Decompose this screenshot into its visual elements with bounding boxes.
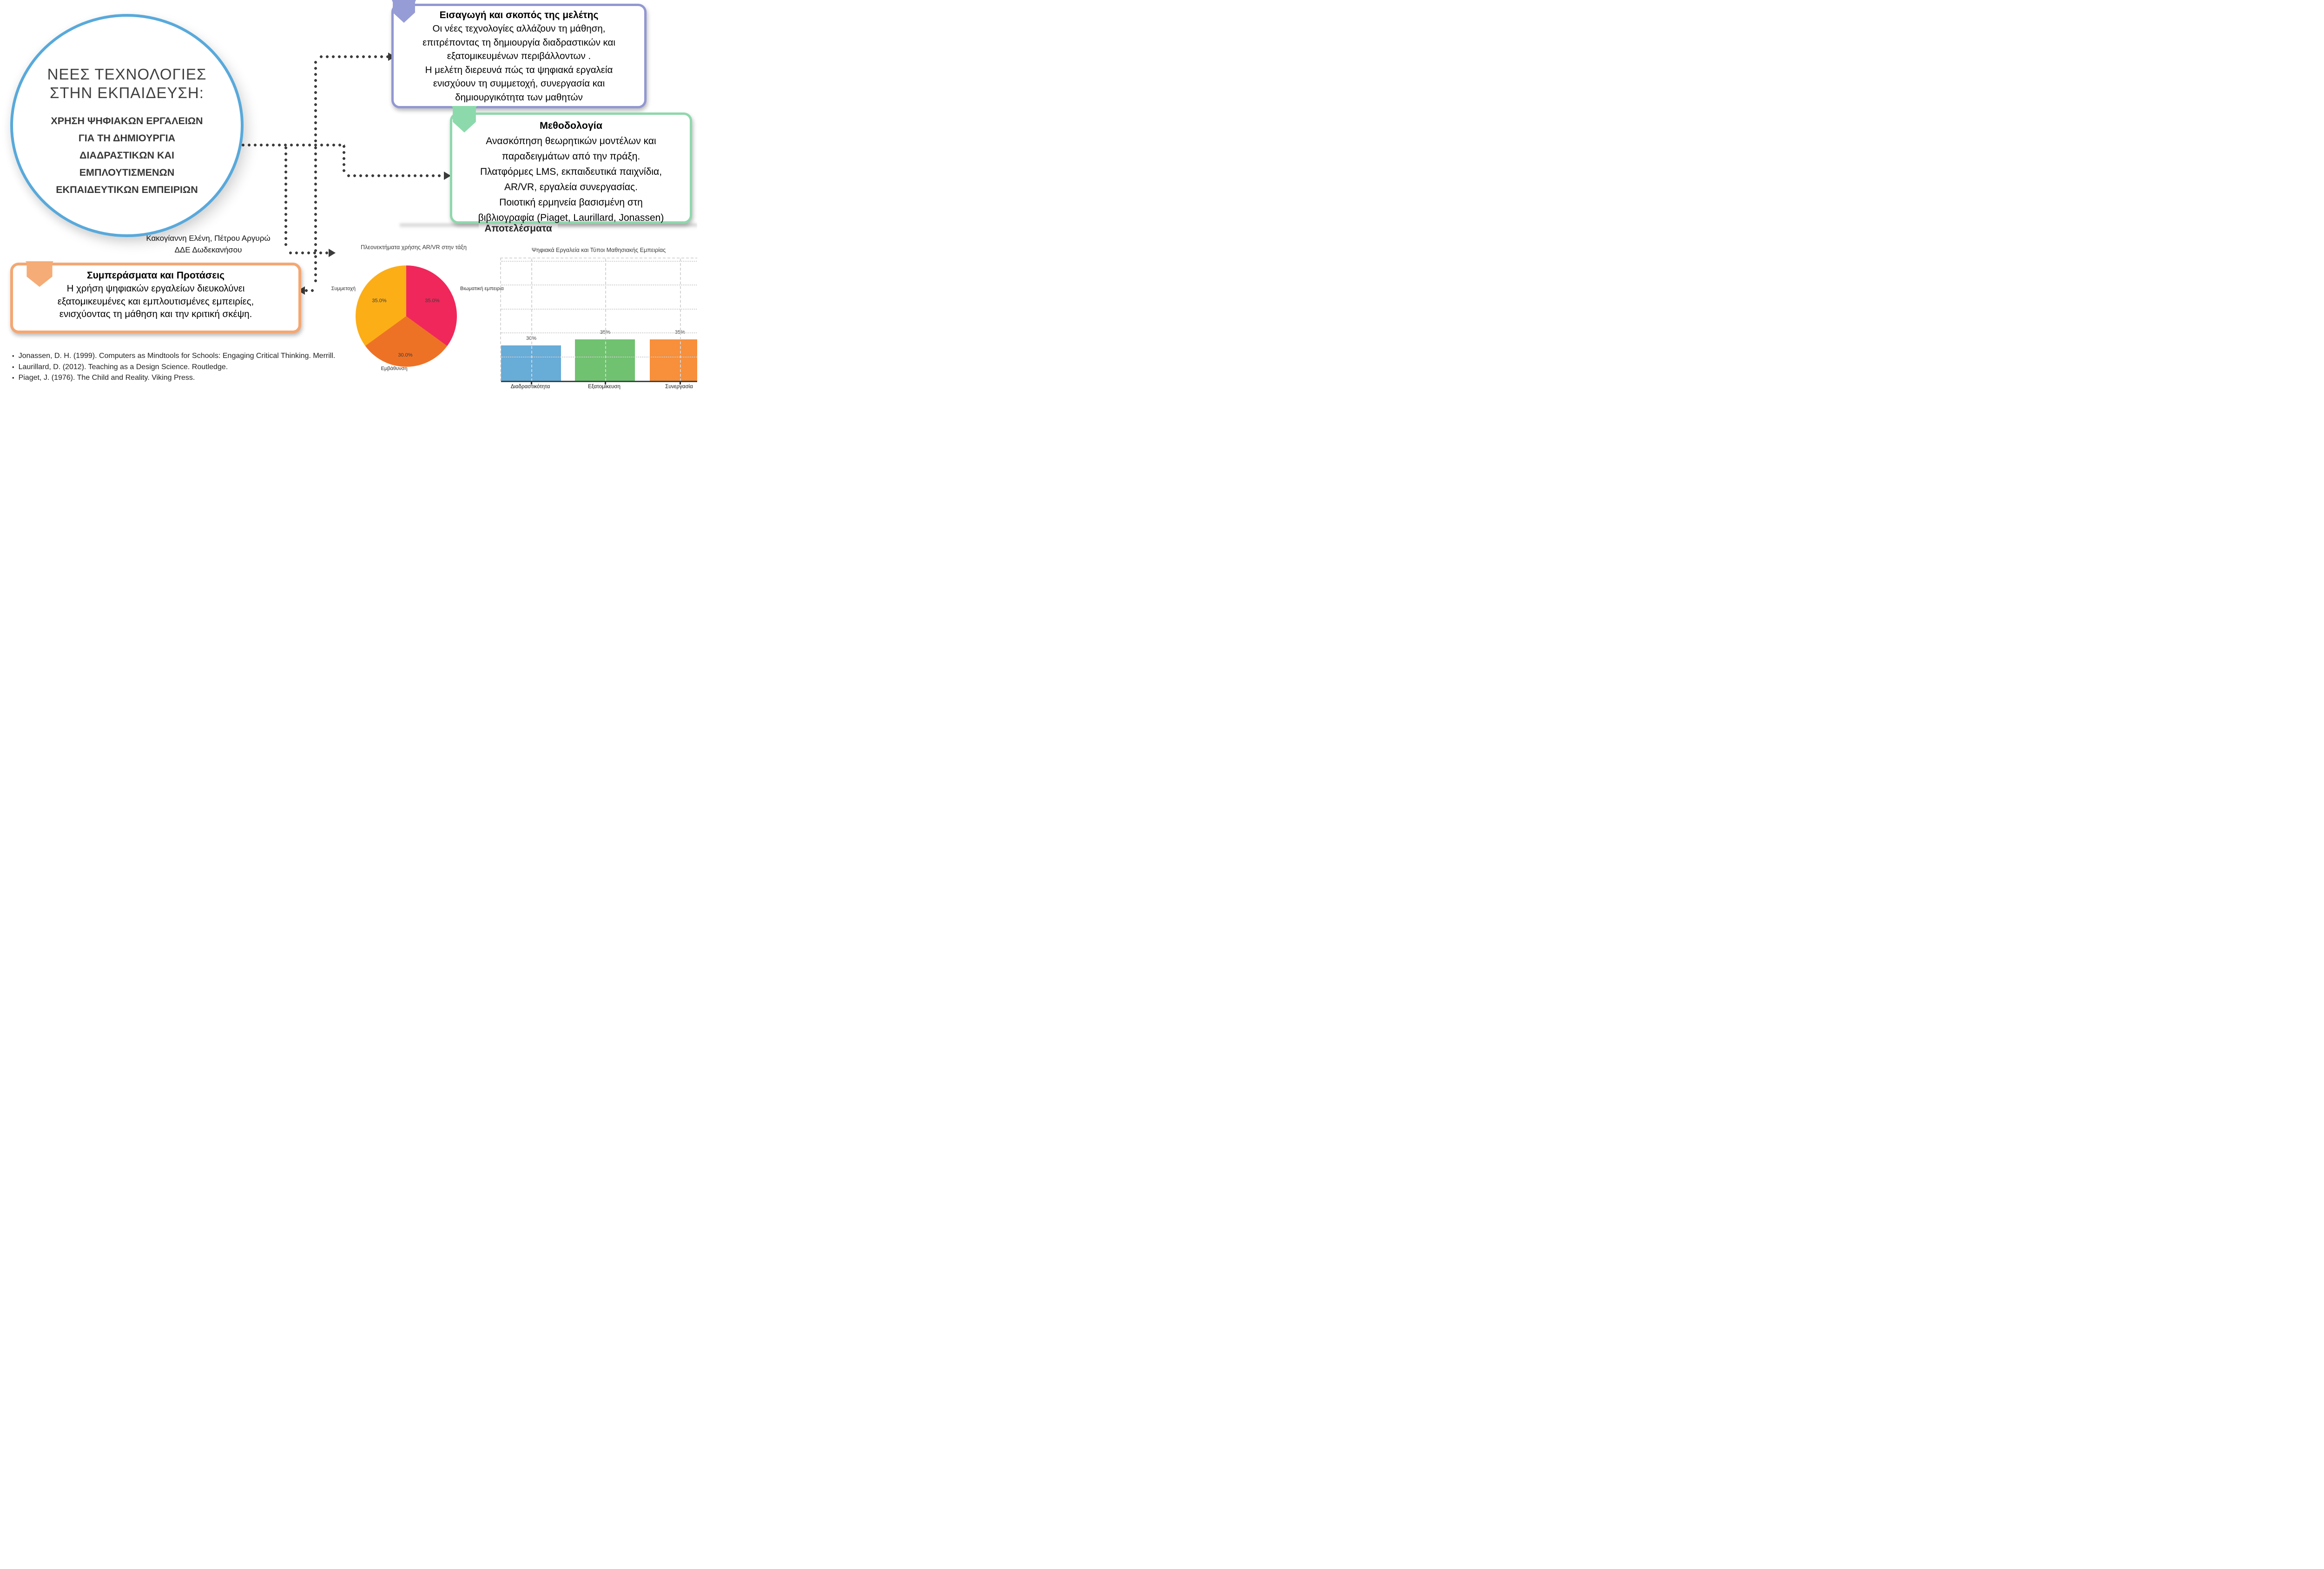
methodology-body: Ανασκόπηση θεωρητικών μοντέλων και παραδ…	[478, 136, 664, 223]
arrowhead-results-icon	[329, 249, 336, 257]
reference-text: Jonassen, D. H. (1999). Computers as Min…	[18, 352, 336, 360]
bar	[501, 345, 561, 381]
bar-category-label: Συνεργασία	[665, 384, 693, 390]
x-axis-tick	[531, 381, 532, 384]
pie-pct-viomatiki: 35.0%	[425, 298, 440, 304]
authors-block: Κακογίαννη Ελένη, Πέτρου Αργυρώ ΔΔΕ Δωδε…	[137, 232, 279, 256]
reference-item: • Piaget, J. (1976). The Child and Reali…	[12, 374, 335, 382]
connector-intro-horizontal	[320, 55, 388, 58]
reference-item: • Laurillard, D. (2012). Teaching as a D…	[12, 363, 335, 371]
arrowhead-method-icon	[444, 172, 451, 180]
poster-subtitle: ΧΡΗΣΗ ΨΗΦΙΑΚΩΝ ΕΡΓΑΛΕΙΩΝ ΓΙΑ ΤΗ ΔΗΜΙΟΥΡΓ…	[51, 115, 203, 195]
results-heading-text: Αποτελέσματα	[479, 223, 558, 234]
pie-pct-symmetochi: 35.0%	[372, 298, 387, 304]
bar-category-label: Εξατομίκευση	[588, 384, 621, 390]
reference-text: Piaget, J. (1976). The Child and Reality…	[18, 374, 195, 382]
bar-chart: Ψηφιακά Εργαλεία και Τύποι Μαθησιακής Εμ…	[500, 245, 697, 392]
bar	[650, 339, 697, 381]
bar-category-label: Διαδραστικότητα	[510, 384, 550, 390]
poster-title-line2: ΣΤΗΝ ΕΚΠΑΙΔΕΥΣΗ:	[50, 84, 204, 101]
connector-conclusions-horizontal	[305, 289, 315, 292]
connector-intro-vertical	[314, 61, 317, 145]
gridline-horizontal	[501, 332, 697, 334]
gridline-horizontal	[501, 261, 697, 262]
intro-box: Εισαγωγή και σκοπός της μελέτης Οι νέες …	[391, 4, 647, 108]
conclusions-box: Συμπεράσματα και Προτάσεις Η χρήση ψηφια…	[10, 263, 301, 333]
connector-main-horizontal	[236, 144, 345, 146]
authors-names: Κακογίαννη Ελένη, Πέτρου Αργυρώ	[146, 234, 271, 243]
x-axis-tick	[680, 381, 681, 384]
main-topic-circle: ΝΕΕΣ ΤΕΧΝΟΛΟΓΙΕΣ ΣΤΗΝ ΕΚΠΑΙΔΕΥΣΗ: ΧΡΗΣΗ …	[10, 14, 244, 237]
x-axis-tick	[605, 381, 606, 384]
pie-label-viomatiki: Βιωματική εμπειρία	[460, 286, 504, 291]
conclusions-body: Η χρήση ψηφιακών εργαλείων διευκολύνει ε…	[57, 283, 254, 319]
pie-label-emvathynsi: Εμβάθυνση	[381, 366, 408, 371]
bullet-icon: •	[12, 374, 14, 381]
gridline-vertical-3	[680, 258, 681, 381]
conclusions-title: Συμπεράσματα και Προτάσεις	[86, 270, 225, 281]
bar	[575, 339, 635, 381]
pie-chart: Πλεονεκτήματα χρήσης AR/VR στην τάξη Συμ…	[331, 244, 504, 384]
gridline-horizontal	[501, 308, 697, 310]
reference-item: • Jonassen, D. H. (1999). Computers as M…	[12, 352, 335, 360]
pie-label-symmetochi: Συμμετοχή	[331, 286, 356, 291]
bullet-icon: •	[12, 363, 14, 371]
bar-plot: 30% 35% 35%	[500, 258, 697, 384]
results-heading: Αποτελέσματα	[465, 223, 572, 234]
x-axis-line	[501, 381, 697, 382]
bullet-icon: •	[12, 352, 14, 359]
authors-affiliation: ΔΔΕ Δωδεκανήσου	[174, 245, 242, 254]
gridline-vertical-2	[605, 258, 606, 381]
connector-method-horizontal	[347, 174, 444, 177]
connector-method-vertical	[343, 145, 345, 174]
pie-pct-emvathynsi: 30.0%	[398, 352, 413, 358]
reference-text: Laurillard, D. (2012). Teaching as a Des…	[18, 363, 228, 371]
methodology-title: Μεθοδολογία	[539, 120, 602, 131]
gridline-vertical-1	[531, 258, 532, 381]
methodology-box: Μεθοδολογία Ανασκόπηση θεωρητικών μοντέλ…	[450, 113, 692, 224]
connector-results-vertical	[284, 146, 287, 246]
poster-title-line1: ΝΕΕΣ ΤΕΧΝΟΛΟΓΙΕΣ	[47, 66, 207, 83]
pie	[356, 265, 457, 367]
bar-chart-title: Ψηφιακά Εργαλεία και Τύποι Μαθησιακής Εμ…	[531, 247, 666, 253]
poster: ΝΕΕΣ ΤΕΧΝΟΛΟΓΙΕΣ ΣΤΗΝ ΕΚΠΑΙΔΕΥΣΗ: ΧΡΗΣΗ …	[0, 0, 697, 392]
intro-title: Εισαγωγή και σκοπός της μελέτης	[439, 10, 599, 20]
intro-body: Οι νέες τεχνολογίες αλλάζουν τη μάθηση, …	[423, 23, 615, 103]
pie-chart-title: Πλεονεκτήματα χρήσης AR/VR στην τάξη	[361, 244, 467, 251]
references-list: • Jonassen, D. H. (1999). Computers as M…	[12, 352, 335, 385]
connector-conclusions-vertical	[314, 146, 317, 284]
connector-results-horizontal	[289, 252, 329, 254]
poster-title: ΝΕΕΣ ΤΕΧΝΟΛΟΓΙΕΣ ΣΤΗΝ ΕΚΠΑΙΔΕΥΣΗ:	[47, 65, 207, 102]
